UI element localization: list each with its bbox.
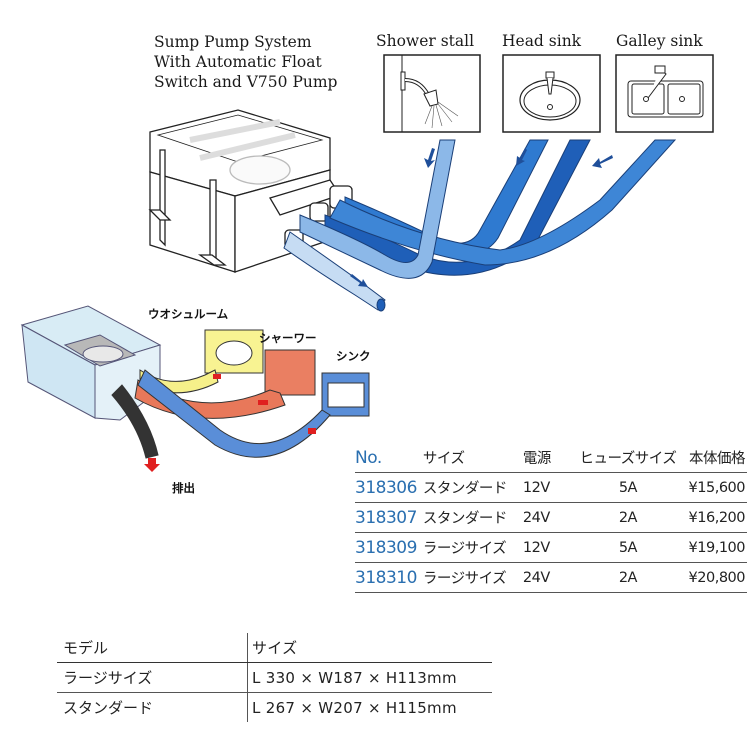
col-price: 本体価格	[676, 443, 747, 473]
flow-arrow-icons	[350, 148, 613, 287]
col-size: サイズ	[416, 443, 515, 473]
dimension-table: モデル サイズ ラージサイズ L 330 × W187 × H113mm スタン…	[57, 633, 492, 722]
top-hoses	[283, 139, 677, 312]
model-number: 318307	[355, 502, 417, 533]
price-cell: ¥19,100	[676, 532, 747, 563]
bottom-fixture-boxes	[204, 329, 370, 417]
power-cell: 24V	[514, 562, 579, 593]
sump-pump-box	[148, 109, 353, 273]
model-cell: ラージサイズ	[57, 662, 248, 693]
title-line-2: With Automatic Float	[154, 53, 322, 71]
head-sink-label: Head sink	[502, 32, 582, 50]
bottom-hoses	[111, 369, 331, 459]
model-number: 318310	[355, 562, 417, 593]
top-sump-diagram	[148, 54, 714, 312]
table-row: ラージサイズ L 330 × W187 × H113mm	[57, 662, 492, 693]
model-number: 318306	[355, 472, 417, 503]
galley-sink-label: Galley sink	[616, 32, 703, 50]
col-power: 電源	[514, 443, 579, 473]
price-cell: ¥16,200	[676, 502, 747, 533]
fuse-cell: 5A	[578, 472, 677, 503]
washroom-label: ウオシュルーム	[148, 307, 229, 321]
size-cell: ラージサイズ	[416, 532, 515, 563]
power-cell: 12V	[514, 532, 579, 563]
dimension-table-header: モデル サイズ	[57, 633, 492, 663]
power-cell: 24V	[514, 502, 579, 533]
table-row: 318309 ラージサイズ 12V 5A ¥19,100	[355, 532, 747, 563]
spec-table: No. サイズ 電源 ヒューズサイズ 本体価格 318306 スタンダード 12…	[355, 443, 747, 593]
price-cell: ¥20,800	[676, 562, 747, 593]
table-row: 318310 ラージサイズ 24V 2A ¥20,800	[355, 562, 747, 593]
fuse-cell: 5A	[578, 532, 677, 563]
shower-label: シャーワー	[259, 331, 317, 345]
double-sink-icon	[615, 54, 714, 133]
col-no: No.	[355, 443, 417, 473]
model-number: 318309	[355, 532, 417, 563]
title-line-1: Sump Pump System	[154, 33, 312, 51]
fuse-cell: 2A	[578, 562, 677, 593]
spec-table-header: No. サイズ 電源 ヒューズサイズ 本体価格	[355, 443, 747, 473]
fuse-cell: 2A	[578, 502, 677, 533]
red-flow-arrow-icons	[144, 374, 316, 472]
shower-icon	[383, 54, 481, 133]
power-cell: 12V	[514, 472, 579, 503]
col-model: モデル	[57, 633, 248, 663]
sink-icon	[502, 54, 601, 133]
col-dimensions: サイズ	[247, 633, 492, 663]
table-row: 318306 スタンダード 12V 5A ¥15,600	[355, 472, 747, 503]
size-cell: ラージサイズ	[416, 562, 515, 593]
price-cell: ¥15,600	[676, 472, 747, 503]
shower-stall-label: Shower stall	[376, 32, 475, 50]
model-cell: スタンダード	[63, 699, 154, 717]
title-line-3: Switch and V750 Pump	[154, 73, 338, 91]
dimensions-cell: L 267 × W207 × H115mm	[247, 692, 492, 722]
dimensions-cell: L 330 × W187 × H113mm	[247, 662, 492, 693]
pump-tank	[20, 305, 162, 421]
bottom-sump-diagram	[20, 305, 370, 472]
size-cell: スタンダード	[416, 472, 515, 503]
col-fuse: ヒューズサイズ	[578, 443, 677, 473]
table-row: スタンダード L 267 × W207 × H115mm	[57, 692, 492, 722]
drain-label: 排出	[172, 481, 195, 495]
size-cell: スタンダード	[416, 502, 515, 533]
diagram-title: Sump Pump System With Automatic Float Sw…	[154, 32, 337, 92]
table-row: 318307 スタンダード 24V 2A ¥16,200	[355, 502, 747, 533]
sink-label: シンク	[336, 349, 371, 363]
